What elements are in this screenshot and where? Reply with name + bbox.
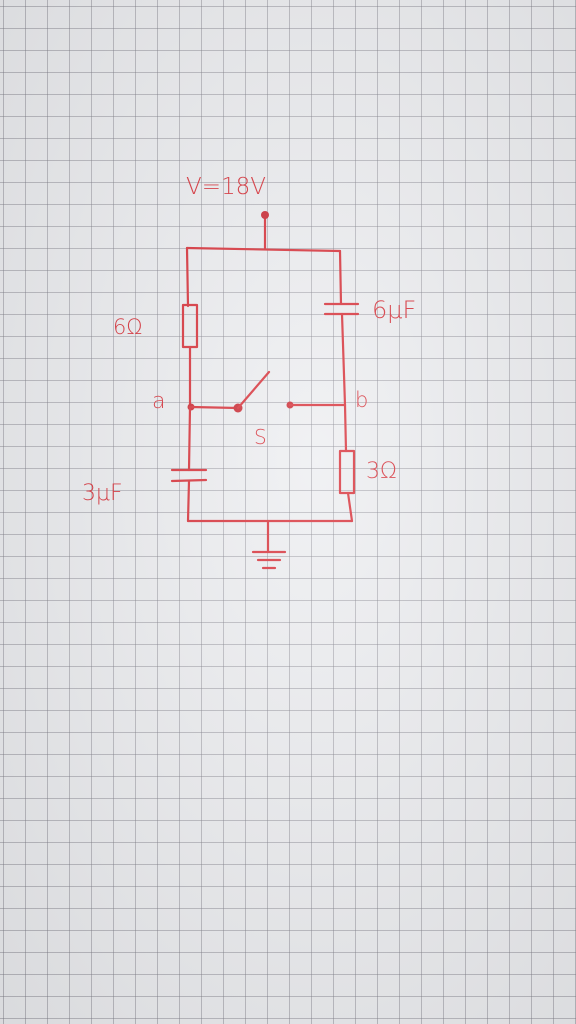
switch-lead-a <box>189 405 240 410</box>
resistor-3-ohm <box>338 449 356 495</box>
capacitor-3uF-label: 3μF <box>82 481 123 506</box>
resistor-6-ohm <box>181 303 199 349</box>
left-wire-bottom <box>186 479 191 523</box>
left-wire-upper <box>185 246 190 308</box>
capacitor-6uF-label: 6μF <box>372 296 416 324</box>
node-b-label: b <box>355 388 368 412</box>
resistor-3-ohm-label: 3Ω <box>366 459 397 484</box>
switch-arm <box>236 370 271 410</box>
right-wire-lower <box>343 403 348 453</box>
right-wire-upper <box>338 249 343 306</box>
voltage-label: V=18V <box>186 174 266 200</box>
right-wire-bottom <box>346 491 354 523</box>
supply-terminal <box>261 211 269 219</box>
left-wire-lower <box>187 405 192 472</box>
right-wire-middle <box>340 312 347 407</box>
node-a-label: a <box>152 389 165 414</box>
resistor-6-ohm-label: 6Ω <box>113 315 142 339</box>
switch-label: S <box>254 425 267 449</box>
top-rail <box>185 246 342 253</box>
